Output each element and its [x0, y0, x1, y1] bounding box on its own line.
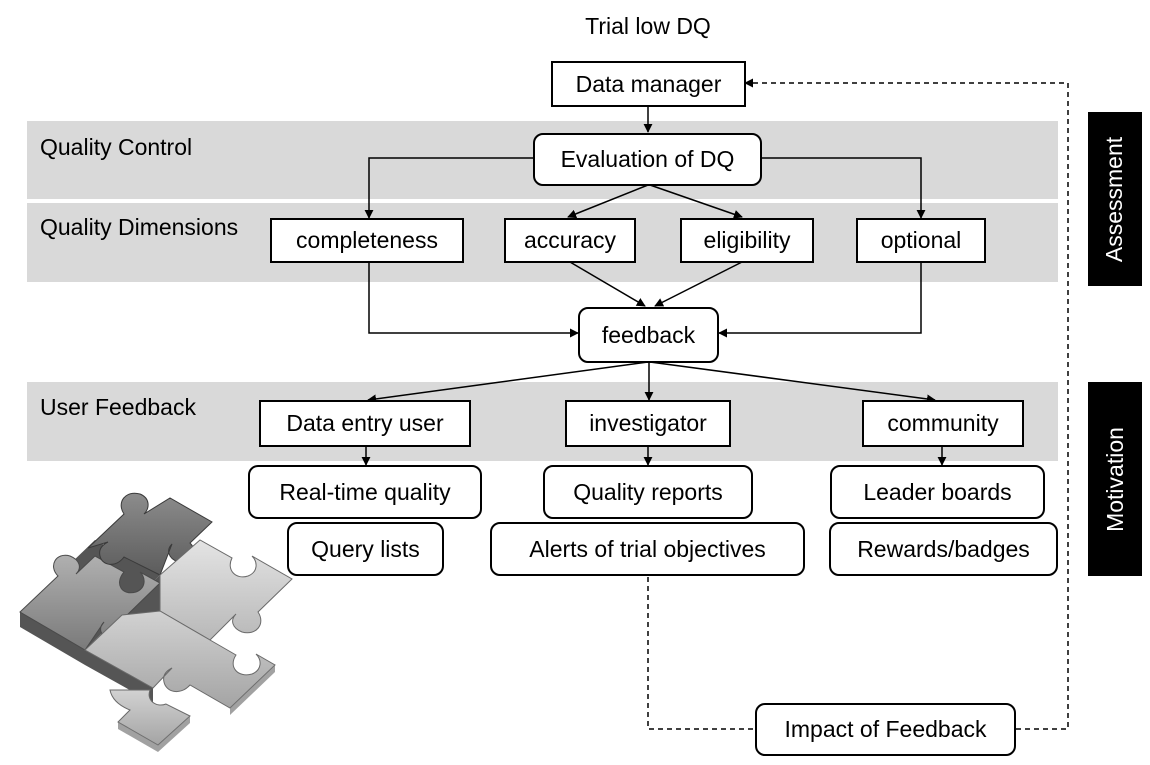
arrow-accuracy-to-feedback	[569, 261, 646, 307]
assessment-side-label: Assessment	[1088, 112, 1142, 286]
arrow-optional-to-feedback	[718, 262, 922, 338]
arrow-evaluation-to-optional	[762, 157, 926, 219]
community-box: community	[862, 400, 1024, 447]
data-manager-box: Data manager	[551, 61, 746, 107]
optional-box: optional	[856, 218, 986, 263]
query-lists-box: Query lists	[287, 522, 444, 576]
evaluation-of-dq-box: Evaluation of DQ	[533, 133, 762, 186]
impact-of-feedback-box: Impact of Feedback	[755, 703, 1016, 756]
investigator-box: investigator	[565, 400, 731, 447]
arrow-feedback-to-data-entry-user	[367, 361, 649, 404]
accuracy-box: accuracy	[504, 218, 636, 263]
puzzle-piece-bottom	[84, 610, 276, 709]
diagram-title: Trial low DQ	[585, 13, 711, 39]
quality-control-label: Quality Control	[40, 134, 193, 160]
quality-reports-box: Quality reports	[543, 465, 753, 519]
arrow-completeness-to-feedback	[368, 262, 579, 338]
feedback-box: feedback	[578, 307, 719, 363]
arrow-evaluation-to-eligibility	[649, 184, 743, 219]
data-entry-user-box: Data entry user	[259, 400, 471, 447]
arrow-evaluation-to-accuracy	[567, 184, 649, 219]
motivation-side-label: Motivation	[1088, 382, 1142, 576]
completeness-box: completeness	[270, 218, 464, 263]
realtime-quality-box: Real-time quality	[248, 465, 482, 519]
arrow-eligibility-to-feedback	[654, 261, 743, 307]
user-feedback-label: User Feedback	[40, 394, 196, 420]
quality-dimensions-label: Quality Dimensions	[40, 214, 239, 240]
alerts-box: Alerts of trial objectives	[490, 522, 805, 576]
arrow-feedback-to-community	[649, 361, 936, 404]
puzzle-piece-right	[159, 539, 293, 641]
eligibility-box: eligibility	[680, 218, 814, 263]
dashed-impact-to-manager	[744, 78, 1069, 730]
rewards-badges-box: Rewards/badges	[829, 522, 1058, 576]
puzzle-piece-bottom-lobe	[109, 689, 191, 746]
leader-boards-box: Leader boards	[830, 465, 1045, 519]
arrow-evaluation-to-completeness	[364, 157, 533, 219]
